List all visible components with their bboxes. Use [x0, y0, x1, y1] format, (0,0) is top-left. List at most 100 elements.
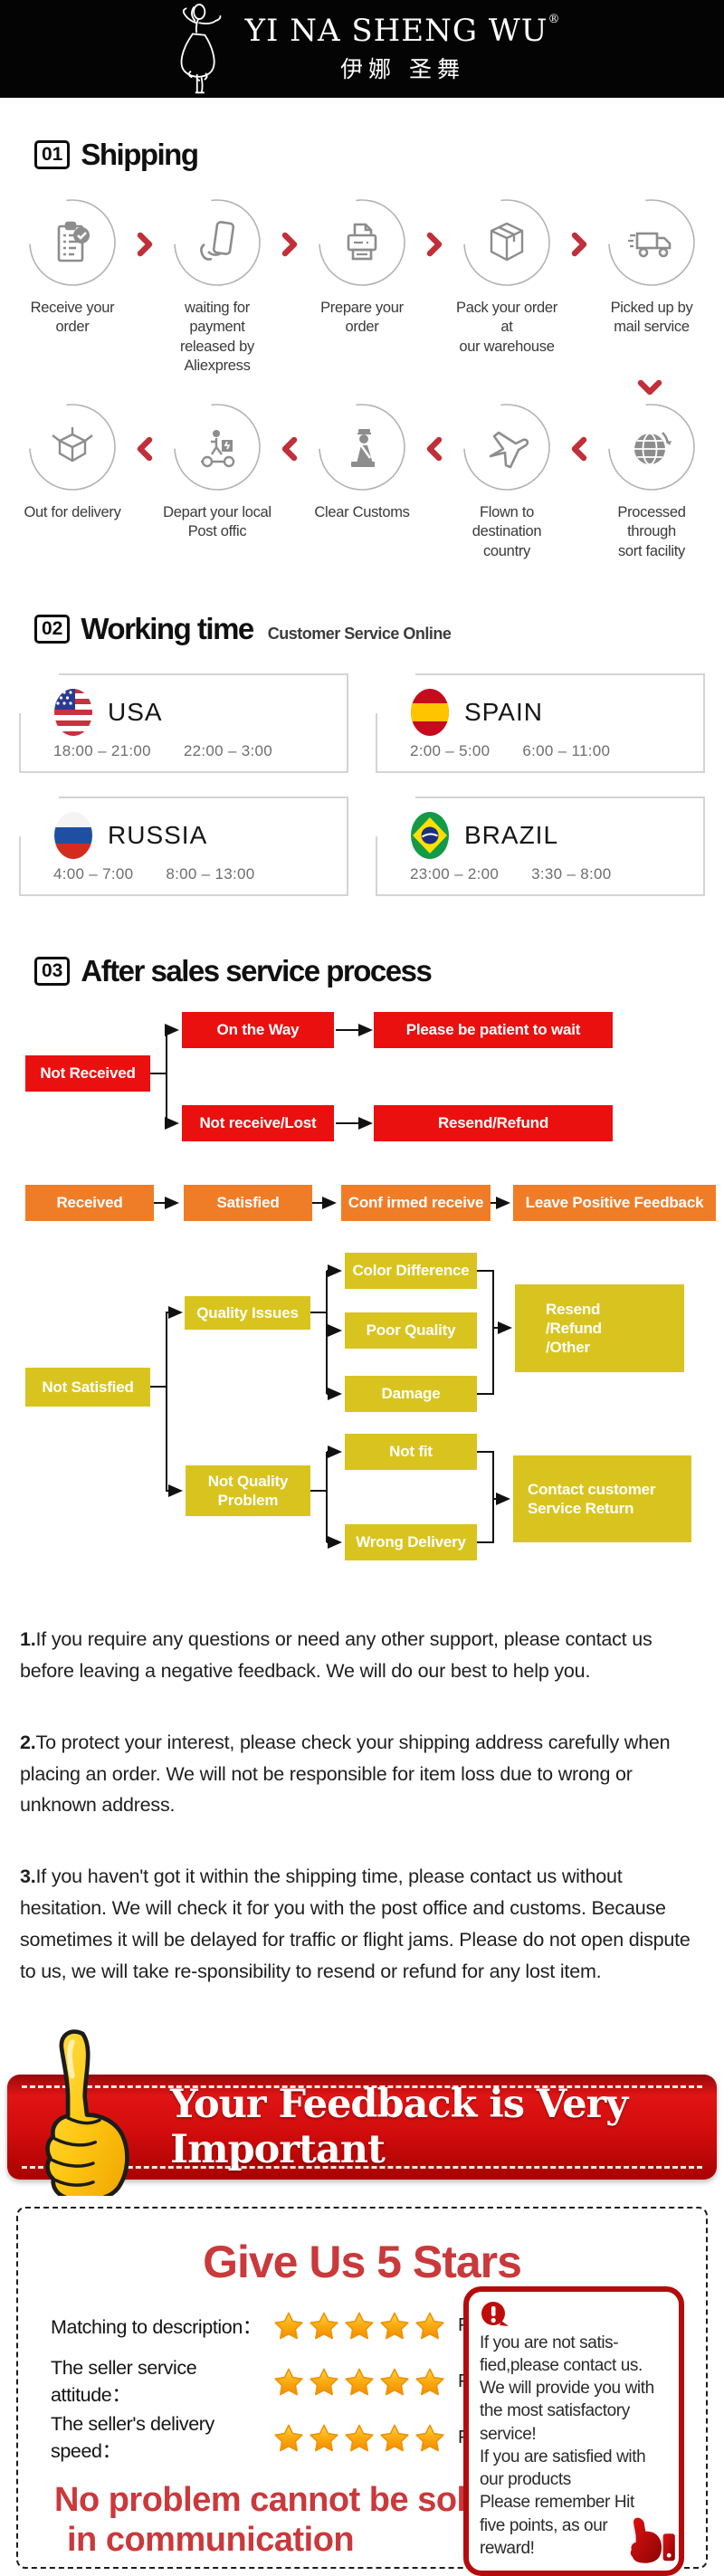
- service-time: 4:00 – 7:00: [53, 865, 134, 883]
- after-sales-flowchart: On the Way Please be patient to wait Not…: [0, 1001, 724, 1588]
- working-time-card-usa: USA 18:00 – 21:00 22:00 – 3:00: [19, 673, 348, 774]
- shipping-step: Out for delivery: [14, 400, 130, 522]
- section-title: Working time: [81, 612, 254, 646]
- star-row-label: The seller service attitude：: [51, 2356, 197, 2406]
- delivery-scooter-icon: [192, 422, 243, 472]
- shipping-row-2: Out for delivery Depart your local Post …: [14, 400, 710, 561]
- section-number-badge: 02: [34, 615, 71, 644]
- printer-icon: [337, 217, 387, 268]
- shipping-step-label: Out for delivery: [24, 503, 121, 520]
- flow-box-on-the-way: On the Way: [182, 1012, 334, 1049]
- working-time-card-spain: SPAIN 2:00 – 5:00 6:00 – 11:00: [376, 673, 705, 774]
- flow-box-color-difference: Color Difference: [345, 1253, 477, 1290]
- shipping-section-heading: 01 Shipping: [34, 138, 724, 172]
- after-sales-section-heading: 03 After sales service process: [34, 954, 724, 988]
- brand-name-chinese: 伊娜 圣舞: [340, 55, 465, 82]
- shipping-step: Depart your local Post offic: [159, 400, 275, 542]
- feedback-banner-ribbon: Your Feedback is Very Important: [7, 2074, 717, 2180]
- section-number-badge: 03: [34, 957, 71, 987]
- service-time: 22:00 – 3:00: [183, 742, 273, 760]
- working-time-card-brazil: BRAZIL 23:00 – 2:00 3:30 – 8:00: [376, 797, 705, 897]
- usa-flag-icon: [53, 688, 93, 737]
- star-rating: [273, 2367, 445, 2397]
- flow-box-received: Received: [25, 1185, 154, 1222]
- chevron-left-icon: [425, 436, 443, 462]
- flow-box-quality-issues: Quality Issues: [185, 1296, 310, 1331]
- shipping-step: Processed through sort facility: [594, 400, 710, 561]
- star-icon: [414, 2423, 445, 2453]
- star-icon: [379, 2367, 410, 2397]
- brazil-flag-icon: [410, 811, 450, 860]
- star-icon: [414, 2367, 445, 2397]
- flow-box-poor-quality: Poor Quality: [345, 1312, 477, 1350]
- exclamation-bubble-icon: [480, 2301, 668, 2330]
- customs-officer-icon: [337, 422, 387, 472]
- shipping-step: waiting for payment released by Aliexpre…: [159, 196, 275, 377]
- star-icon: [309, 2367, 339, 2397]
- note-paragraph: 3.If you haven't got it within the shipp…: [20, 1865, 691, 1982]
- section-subtitle: Customer Service Online: [267, 625, 452, 644]
- flow-box-satisfied: Satisfied: [184, 1185, 312, 1222]
- working-time-section-heading: 02 Working time Customer Service Online: [34, 612, 724, 646]
- chevron-right-icon: [136, 232, 154, 257]
- star-icon: [344, 2423, 375, 2453]
- clipboard-check-icon: [47, 217, 98, 268]
- flow-box-contact-customer: Contact customer Service Return: [513, 1455, 691, 1543]
- russia-flag-icon: [53, 811, 93, 860]
- shipping-step-label: Clear Customs: [314, 503, 410, 520]
- note-number: 2.: [20, 1731, 36, 1753]
- star-rating: [273, 2311, 445, 2341]
- star-rating: [273, 2423, 445, 2453]
- shipping-step: Clear Customs: [304, 400, 420, 522]
- chevron-right-icon: [570, 232, 588, 257]
- country-name: RUSSIA: [108, 821, 208, 850]
- star-icon: [273, 2311, 304, 2341]
- star-icon: [309, 2311, 339, 2341]
- note-paragraph: 2.To protect your interest, please check…: [20, 1731, 671, 1817]
- shipping-step: Flown to destination country: [449, 400, 565, 561]
- shipping-step-label: Pack your order at our warehouse: [456, 300, 557, 355]
- country-name: SPAIN: [464, 698, 543, 727]
- flow-box-confirmed: Conf irmed receive: [341, 1185, 491, 1222]
- chevron-left-icon: [136, 436, 154, 462]
- payment-card-icon: [192, 217, 243, 268]
- flow-box-resend-refund: Resend/Refund: [374, 1105, 613, 1142]
- working-time-grid: USA 18:00 – 21:00 22:00 – 3:00 SPAIN 2:0…: [19, 673, 705, 897]
- flow-box-leave-feedback: Leave Positive Feedback: [513, 1185, 716, 1222]
- open-box-icon: [47, 422, 98, 472]
- star-icon: [309, 2423, 339, 2453]
- star-icon: [273, 2367, 304, 2397]
- thumbs-up-icon: [25, 2027, 161, 2196]
- shipping-step-label: Depart your local Post offic: [163, 503, 272, 540]
- satisfaction-notice-box: If you are not satis- fied,please contac…: [463, 2285, 684, 2576]
- flow-connectors: [150, 1024, 512, 1550]
- chevron-left-icon: [281, 436, 299, 462]
- five-stars-section: Give Us 5 Stars Matching to description：…: [16, 2206, 708, 2576]
- chevron-left-icon: [570, 436, 588, 462]
- service-time: 2:00 – 5:00: [410, 742, 491, 760]
- flow-box-patient: Please be patient to wait: [374, 1012, 613, 1049]
- star-row-label: Matching to description：: [51, 2316, 262, 2339]
- note-number: 1.: [20, 1628, 36, 1651]
- flow-box-not-receive-lost: Not receive/Lost: [182, 1105, 334, 1142]
- flow-box-not-quality-problem: Not Quality Problem: [186, 1465, 310, 1517]
- service-time: 23:00 – 2:00: [410, 865, 500, 883]
- service-time: 6:00 – 11:00: [522, 742, 611, 760]
- country-name: USA: [108, 698, 163, 727]
- star-icon: [379, 2423, 410, 2453]
- red-thumbs-up-icon: [615, 2500, 682, 2565]
- feedback-banner: Your Feedback is Very Important: [0, 2027, 724, 2196]
- section-title: After sales service process: [81, 954, 432, 988]
- star-icon: [273, 2423, 304, 2453]
- star-icon: [344, 2311, 375, 2341]
- airplane-icon: [481, 422, 532, 472]
- brand-name: YI NA SHENG WU®: [244, 13, 561, 50]
- registered-mark: ®: [548, 13, 561, 27]
- note-number: 3.: [20, 1865, 36, 1888]
- chevron-right-icon: [281, 232, 299, 257]
- star-icon: [414, 2311, 445, 2341]
- chevron-down-icon: [637, 378, 662, 396]
- note-paragraph: 1.If you require any questions or need a…: [20, 1628, 653, 1682]
- working-time-card-russia: RUSSIA 4:00 – 7:00 8:00 – 13:00: [19, 797, 348, 897]
- service-time: 18:00 – 21:00: [53, 742, 151, 760]
